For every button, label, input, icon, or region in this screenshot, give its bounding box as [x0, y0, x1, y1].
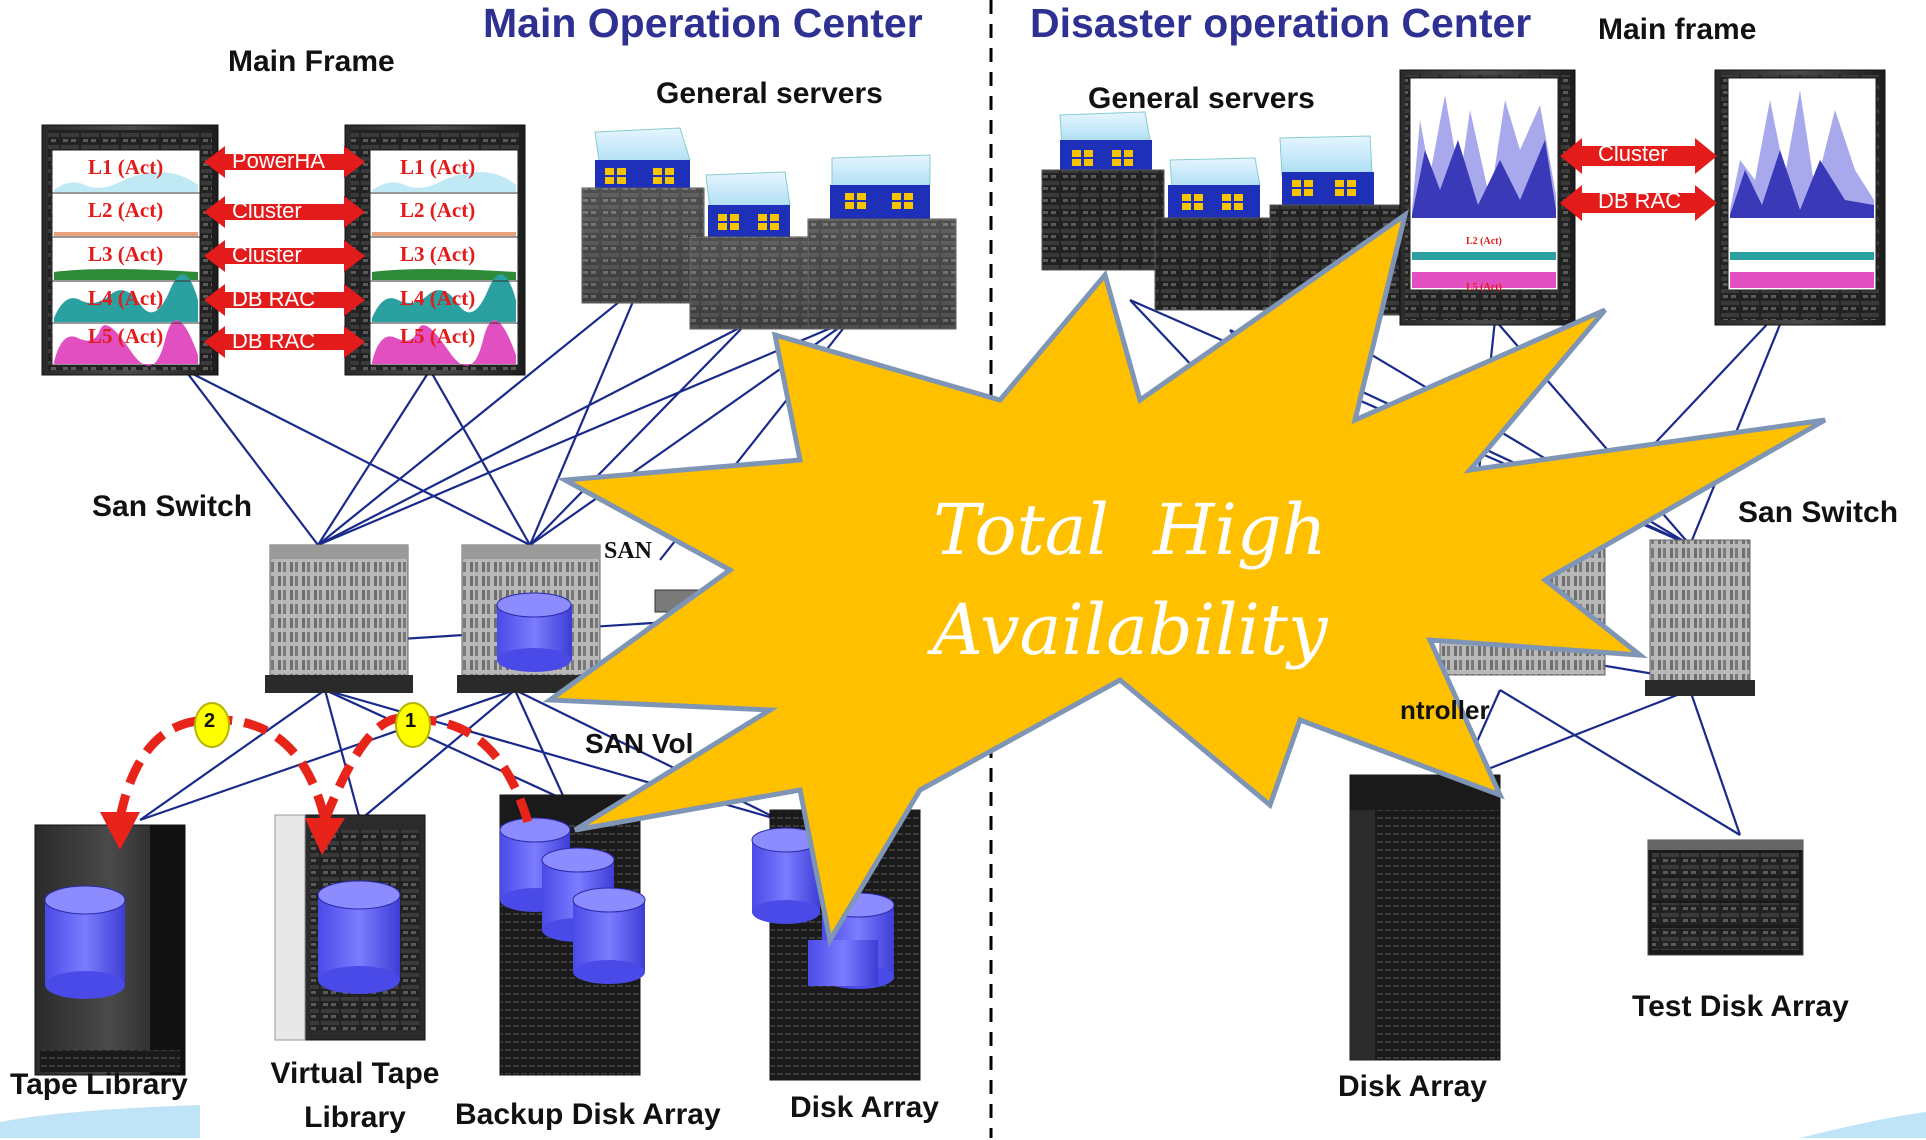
controller-partial-label: ntroller [1400, 695, 1490, 725]
burst-line-2: Availability [932, 589, 1328, 671]
backup-disk-array-label: Backup Disk Array [455, 1098, 721, 1131]
ha-link-label: Cluster [232, 198, 302, 223]
main-frame-right-label: Main frame [1598, 13, 1757, 46]
mainframe-left [41, 124, 526, 376]
ha-link-label: DB RAC [232, 328, 316, 353]
lpar-label: L3 (Act) [400, 242, 476, 266]
step-badge-1-label: 1 [405, 710, 417, 732]
lpar-label: L4 (Act) [88, 286, 164, 310]
lpar-label: L5 (Act) [88, 324, 164, 348]
vtl-line-2: Library [304, 1101, 406, 1134]
step-badge-1 [395, 702, 431, 748]
virtual-tape-library [274, 814, 426, 1041]
arrow-heads [100, 812, 345, 855]
replication-arrows [115, 713, 535, 832]
lpar-label: L2 (Act) [88, 198, 164, 222]
san-switches-left [265, 544, 741, 693]
san-switch-left-label: San Switch [92, 490, 253, 523]
lpar-screens-left [51, 149, 519, 366]
disk-array-left-label: Disk Array [790, 1091, 939, 1124]
total-ha-burst [542, 209, 1827, 947]
general-servers-right-label: General servers [1088, 82, 1315, 115]
vtl-line-1: Virtual Tape [270, 1057, 440, 1090]
mainframe-right [1399, 69, 1886, 326]
ha-link-label: PowerHA [232, 148, 325, 173]
lpar-label: L5 (Act) [400, 324, 476, 348]
step-badge-2 [194, 702, 230, 748]
general-servers-left-label: General servers [656, 77, 883, 110]
tape-library-label: Tape Library [10, 1068, 188, 1101]
disk-array-right [1349, 774, 1501, 1061]
ha-link-label: DB RAC [1598, 188, 1682, 213]
test-disk-array [1647, 839, 1804, 956]
disk-array-right-label: Disk Array [1338, 1070, 1487, 1103]
lpar-label: L2 (Act) [400, 198, 476, 222]
step-badge-2-label: 2 [204, 710, 216, 732]
san-switch-right-label: San Switch [1738, 496, 1899, 529]
lpar-label: L4 (Act) [400, 286, 476, 310]
ha-link-label: Cluster [232, 242, 302, 267]
main-frame-left-label: Main Frame [228, 45, 395, 78]
lpar-label: L5 (Act) [1466, 282, 1502, 293]
backup-disk-array [499, 794, 646, 1076]
main-center-header: Main Operation Center [483, 0, 923, 46]
lpar-label: L2 (Act) [1466, 236, 1502, 247]
burst-text: Total High Availability [880, 480, 1380, 680]
ha-arrows-right [1560, 138, 1717, 221]
burst-line-1: Total High [933, 489, 1327, 571]
disk-array-left [751, 809, 921, 1081]
general-servers-left [581, 127, 957, 330]
tape-library [34, 824, 186, 1076]
lpar-label: L1 (Act) [88, 155, 164, 179]
swoosh-left [0, 1105, 200, 1138]
ha-arrows-left [204, 146, 365, 358]
swoosh-right [1800, 1112, 1926, 1138]
lpar-label: L3 (Act) [88, 242, 164, 266]
ha-link-label: DB RAC [232, 286, 316, 311]
virtual-tape-library-label: Virtual Tape Library [250, 1052, 460, 1140]
disaster-center-header: Disaster operation Center [1030, 0, 1532, 46]
san-partial-label: SAN [604, 538, 653, 564]
san-volume-partial-label: SAN Vol [585, 728, 694, 759]
test-disk-array-label: Test Disk Array [1632, 990, 1849, 1023]
lpar-label: L1 (Act) [400, 155, 476, 179]
ha-link-label: Cluster [1598, 141, 1668, 166]
disk-on-switch [496, 592, 572, 672]
